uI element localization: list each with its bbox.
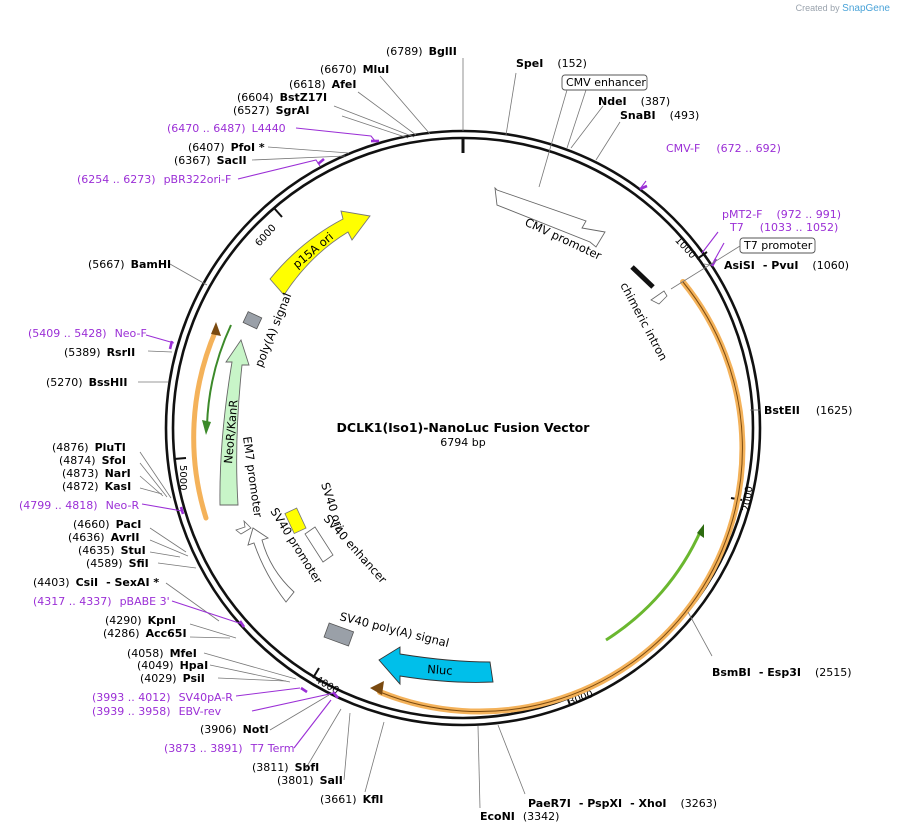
primer-neo-r: (4799 .. 4818)Neo-R	[19, 499, 139, 512]
left-inner-arc	[206, 324, 232, 426]
primer-l4440: (6470 .. 6487)L4440	[167, 122, 286, 135]
site-bsshii: (5270)BssHII	[46, 376, 127, 389]
primer-sv40pa-r: (3993 .. 4012)SV40pA-R	[92, 691, 233, 704]
sv40-enhancer-box	[304, 526, 334, 563]
em7-promoter-arrow	[235, 519, 252, 535]
tick-marks	[173, 207, 743, 706]
orf-arc-inner	[379, 281, 743, 712]
cmv-enhancer-box	[561, 74, 648, 91]
site-kfli: (3661)KflI	[320, 793, 383, 806]
site-paer7i: PaeR7I- PspXI- XhoI(3263)	[528, 797, 717, 810]
site-bsmbi: BsmBI- Esp3I(2515)	[712, 666, 852, 679]
primer-cmv-f: CMV-F(672 .. 692)	[666, 142, 781, 155]
site-mlui: (6670)MluI	[320, 63, 389, 76]
site-sali: (3801)SalI	[277, 774, 343, 787]
snapgene-logo: SnapGene	[842, 3, 890, 14]
site-asisi: AsiSI- PvuI(1060)	[724, 259, 849, 272]
tick-1000: 1000	[672, 235, 697, 261]
nluc-arrow	[378, 646, 494, 686]
primer-ticks	[168, 139, 718, 699]
cmv-enhancer-connector	[538, 89, 568, 188]
orf-arc	[377, 279, 746, 715]
site-acc65i: (4286)Acc65I	[103, 627, 187, 640]
site-sgrai: (6527)SgrAI	[233, 104, 309, 117]
primer-pmt2-f: pMT2-F(972 .. 991)	[722, 208, 841, 221]
label-em7-promoter: EM7 promoter	[240, 435, 265, 518]
site-stui: (4635)StuI	[78, 544, 146, 557]
label-polya-signal: poly(A) signal	[252, 291, 295, 369]
site-bsteii: BstEII(1625)	[764, 404, 852, 417]
site-econi: EcoNI(3342)	[480, 810, 559, 823]
tick-5000: 5000	[177, 465, 188, 490]
t7-promoter-arrow	[650, 290, 668, 305]
site-sacii: (6367)SacII	[174, 154, 247, 167]
map-title: DCLK1(Iso1)-NanoLuc Fusion Vector	[337, 420, 591, 435]
orf-arrowhead	[370, 681, 384, 695]
tick-2000: 2000	[741, 485, 755, 512]
primer-pbabe3: (4317 .. 4337)pBABE 3'	[33, 595, 170, 608]
primer-neo-f: (5409 .. 5428)Neo-F	[28, 327, 147, 340]
credit-prefix: Created by	[795, 3, 840, 13]
left-orf-arc	[191, 327, 219, 521]
site-mfei: (4058)MfeI	[127, 647, 197, 660]
label-sv40-polya: SV40 poly(A) signal	[338, 609, 450, 650]
site-hpai: (4049)HpaI	[137, 659, 208, 672]
snapgene-credit: Created by SnapGene	[796, 3, 890, 14]
site-sbfi: (3811)SbfI	[252, 761, 319, 774]
inner-orf-arc	[605, 529, 703, 642]
chimeric-intron-bar	[630, 265, 655, 289]
map-size: 6794 bp	[440, 436, 485, 449]
t7-promoter-box	[739, 237, 816, 254]
site-csii: (4403)CsiI- SexAI *	[33, 576, 159, 589]
site-psii: (4029)PsiI	[140, 672, 205, 685]
label-neor-kanr: NeoR/KanR	[221, 399, 241, 464]
site-avrii: (4636)AvrII	[68, 531, 139, 544]
site-bglii: (6789)BglII	[386, 45, 457, 58]
sv40-ori-box	[284, 507, 307, 535]
label-sv40-enhancer: SV40 enhancer	[321, 512, 390, 587]
site-pfoi: (6407)PfoI *	[188, 141, 265, 154]
credit-brand: SnapGene	[842, 3, 890, 14]
site-pluti: (4876)PluTI	[52, 441, 126, 454]
t7-promoter-label: T7 promoter	[743, 239, 813, 252]
site-afei: (6618)AfeI	[289, 78, 356, 91]
site-paci: (4660)PacI	[73, 518, 141, 531]
site-bamhi: (5667)BamHI	[88, 258, 171, 271]
primer-t7-term: (3873 .. 3891)T7 Term	[164, 742, 294, 755]
tick-4000: 4000	[313, 675, 341, 697]
left-inner-arrowhead	[202, 420, 211, 435]
t7-promoter-connector	[670, 245, 741, 290]
sv40-promoter-arrow	[247, 527, 295, 603]
primer-ebv-rev: (3939 .. 3958)EBV-rev	[92, 705, 222, 718]
label-nluc: Nluc	[427, 662, 453, 678]
site-kpni: (4290)KpnI	[105, 614, 176, 627]
site-sfoi: (4874)SfoI	[59, 454, 126, 467]
p15a-ori-arrow	[269, 210, 371, 296]
primer-t7: T7(1033 .. 1052)	[729, 221, 838, 234]
site-snabi: SnaBI(493)	[620, 109, 699, 122]
neor-kanr-arrow	[219, 338, 250, 506]
site-spei: SpeI(152)	[516, 57, 587, 70]
inner-orf-arrowhead	[697, 524, 704, 538]
site-kasi: (4872)KasI	[62, 480, 131, 493]
site-bstz17i: (6604)BstZ17I	[237, 91, 327, 104]
site-rsrii: (5389)RsrII	[64, 346, 135, 359]
site-sfii: (4589)SfiI	[86, 557, 149, 570]
sv40-polya-box	[323, 622, 355, 647]
site-noti: (3906)NotI	[200, 723, 269, 736]
site-nari: (4873)NarI	[62, 467, 131, 480]
polya-signal-box	[242, 311, 263, 330]
site-ndei: NdeI(387)	[598, 95, 670, 108]
site-connectors	[138, 58, 760, 809]
cmv-enhancer-label: CMV enhancer	[566, 76, 646, 89]
cmv-promoter-arrow	[494, 186, 606, 248]
primer-pbr322ori-f: (6254 .. 6273)pBR322ori-F	[77, 173, 231, 186]
tick-6000: 6000	[253, 223, 278, 249]
left-orf-arrowhead	[211, 322, 221, 336]
